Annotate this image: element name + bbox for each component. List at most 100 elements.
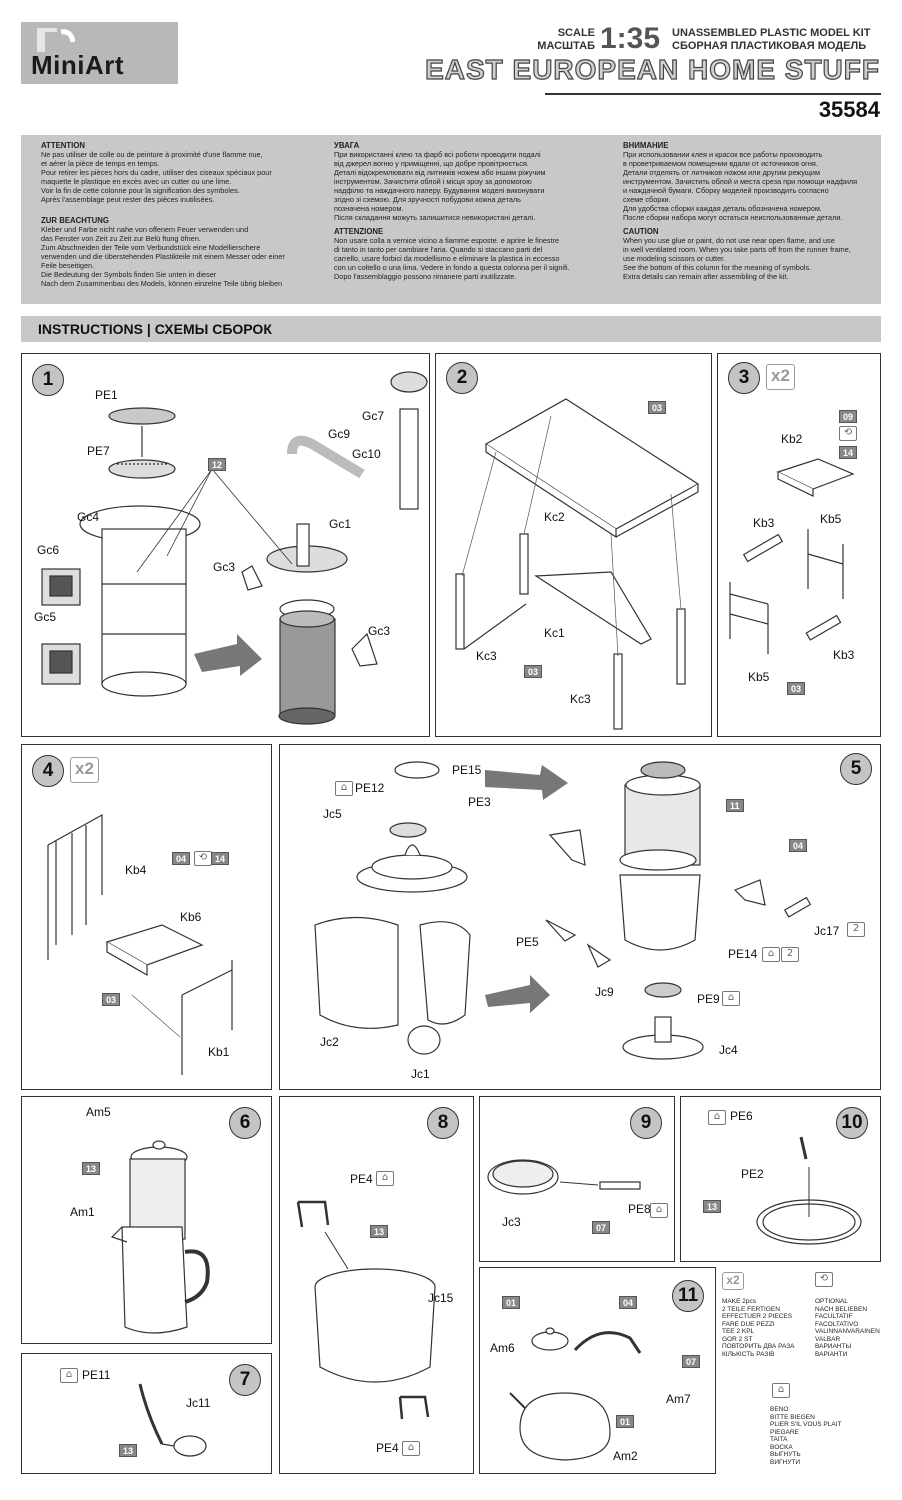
- kit-type-ru: СБОРНАЯ ПЛАСТИКОВАЯ МОДЕЛЬ: [672, 40, 867, 52]
- sprue-tag: 04: [172, 852, 191, 865]
- step-2-number: 2: [446, 362, 478, 394]
- kit-number: 35584: [818, 97, 880, 122]
- step-7-drawing: [138, 1383, 207, 1457]
- sprue-tag: 03: [102, 993, 121, 1006]
- warning-title-ru: ВНИМАНИЕ: [623, 141, 669, 150]
- bend-legend-icon: ⌂: [772, 1383, 790, 1398]
- step-8-number: 8: [427, 1107, 459, 1139]
- scale-value: 1:35: [600, 22, 661, 55]
- make-two-icon: 2: [781, 947, 799, 962]
- step-1-number: 1: [32, 364, 64, 396]
- part-label: PE9: [697, 992, 720, 1006]
- part-label: Am6: [490, 1341, 515, 1355]
- step-9-number: 9: [630, 1107, 662, 1139]
- step-4-number: 4: [32, 755, 64, 787]
- part-label: Gc1: [329, 517, 352, 531]
- part-label: PE7: [87, 444, 110, 458]
- scale-label-en: SCALE: [557, 27, 595, 39]
- part-label: Kb2: [781, 432, 803, 446]
- sprue-tag: 13: [82, 1162, 101, 1175]
- sprue-tag: 03: [524, 665, 543, 678]
- part-label: Jc15: [428, 1291, 454, 1305]
- step-11-number: 11: [672, 1280, 704, 1312]
- step-9-drawing: [487, 1159, 641, 1195]
- bend-icon: ⌂: [376, 1171, 394, 1186]
- warning-column-ru-en: ВНИМАНИЕ При использовании клея и красок…: [623, 141, 873, 286]
- part-label: Jc9: [595, 985, 614, 999]
- step-6-drawing: [110, 1140, 210, 1334]
- sprue-tag: 01: [616, 1415, 635, 1428]
- part-label: Gc3: [213, 560, 236, 574]
- warning-title-en: CAUTION: [623, 227, 659, 236]
- step-1-drawing: [41, 371, 428, 725]
- instructions-bar: INSTRUCTIONS | СХЕМЫ СБОРОК: [21, 316, 881, 342]
- sprue-tag: 13: [703, 1200, 722, 1213]
- sprue-tag: 11: [726, 799, 744, 812]
- header-divider: [545, 93, 881, 95]
- warning-text-en: When you use glue or paint, do not use n…: [623, 236, 851, 281]
- sprue-tag: 04: [619, 1296, 638, 1309]
- step-1-panel: 1 PE1 PE7 12 Gc4 Gc6 Gc5 Gc7 Gc9 Gc10 Gc…: [21, 353, 430, 737]
- part-label: PE8: [628, 1202, 651, 1216]
- step-5-drawing: [314, 761, 812, 1060]
- part-label: Am2: [613, 1449, 638, 1463]
- part-label: PE4: [350, 1172, 373, 1186]
- step-10-drawing: [756, 1136, 862, 1245]
- step-11-panel: 11 01 04 Am6 07 Am7 01 Am2: [479, 1267, 716, 1474]
- part-label: Jc1: [411, 1067, 430, 1081]
- step-2-panel: 2 03 Kc2 Kc1 Kc3 Kc3 03: [435, 353, 712, 737]
- make-two-legend-icon: x2: [722, 1272, 744, 1290]
- part-label: Am1: [70, 1205, 95, 1219]
- part-label: PE11: [82, 1368, 111, 1382]
- warnings-panel: ATTENTION Ne pas utiliser de colle ou de…: [21, 135, 881, 304]
- step-3-number: 3: [728, 362, 760, 394]
- kit-type: UNASSEMBLED PLASTIC MODEL KIT СБОРНАЯ ПЛ…: [672, 27, 870, 53]
- part-label: Jc11: [186, 1396, 211, 1410]
- sprue-tag: 03: [787, 682, 806, 695]
- warning-text-it: Non usare colla a vernice vicino a fiamm…: [334, 236, 570, 281]
- part-label: Kb5: [820, 512, 842, 526]
- sprue-tag: 13: [370, 1225, 389, 1238]
- part-label: PE4: [376, 1441, 399, 1455]
- warning-title-fr: ATTENTION: [41, 141, 86, 150]
- warning-column-fr-de: ATTENTION Ne pas utiliser de colle ou de…: [41, 141, 321, 293]
- optional-icon: ⟲: [839, 426, 857, 441]
- part-label: Kb3: [753, 516, 775, 530]
- kit-title: EAST EUROPEAN HOME STUFF: [424, 53, 880, 85]
- warning-title-ua: УВАГА: [334, 141, 360, 150]
- part-label: Am7: [666, 1392, 691, 1406]
- optional-icon: ⟲: [194, 851, 212, 866]
- bend-icon: ⌂: [762, 947, 780, 962]
- step-6-number: 6: [229, 1107, 261, 1139]
- part-label: Jc3: [502, 1215, 521, 1229]
- sprue-tag: 14: [839, 446, 858, 459]
- part-label: Gc4: [77, 510, 100, 524]
- part-label: PE5: [516, 935, 539, 949]
- warning-column-ua-it: УВАГА При використанні клею та фарб всі …: [334, 141, 614, 286]
- warning-title-de: ZUR BEACHTUNG: [41, 216, 110, 225]
- kit-type-en: UNASSEMBLED PLASTIC MODEL KIT: [672, 27, 871, 39]
- part-label: PE3: [468, 795, 491, 809]
- sprue-tag: 07: [592, 1221, 611, 1234]
- warning-title-it: ATTENZIONE: [334, 227, 384, 236]
- part-label: Gc7: [362, 409, 385, 423]
- step-10-number: 10: [836, 1107, 868, 1139]
- bend-icon: ⌂: [722, 991, 740, 1006]
- scale-label-ru: МАСШТАБ: [537, 40, 595, 52]
- step-2-drawing: [455, 398, 700, 730]
- step-8-panel: 8 PE4 ⌂ 13 Jc15 PE4 ⌂: [279, 1096, 474, 1474]
- step-5-panel: 5 PE15 ⌂ PE12 PE3 Jc5 11 04 Jc17 2 PE14 …: [279, 744, 881, 1090]
- sprue-tag: 03: [648, 401, 667, 414]
- bend-icon: ⌂: [650, 1203, 668, 1218]
- step-6-panel: 6 Am5 13 Am1: [21, 1096, 272, 1344]
- sprue-tag: 04: [789, 839, 808, 852]
- part-label: Kc3: [476, 649, 497, 663]
- part-label: Jc5: [323, 807, 342, 821]
- sprue-tag: 13: [119, 1444, 138, 1457]
- part-label: Kc1: [544, 626, 565, 640]
- part-label: Kc3: [570, 692, 591, 706]
- part-label: Kb4: [125, 863, 147, 877]
- part-label: Am5: [86, 1105, 111, 1119]
